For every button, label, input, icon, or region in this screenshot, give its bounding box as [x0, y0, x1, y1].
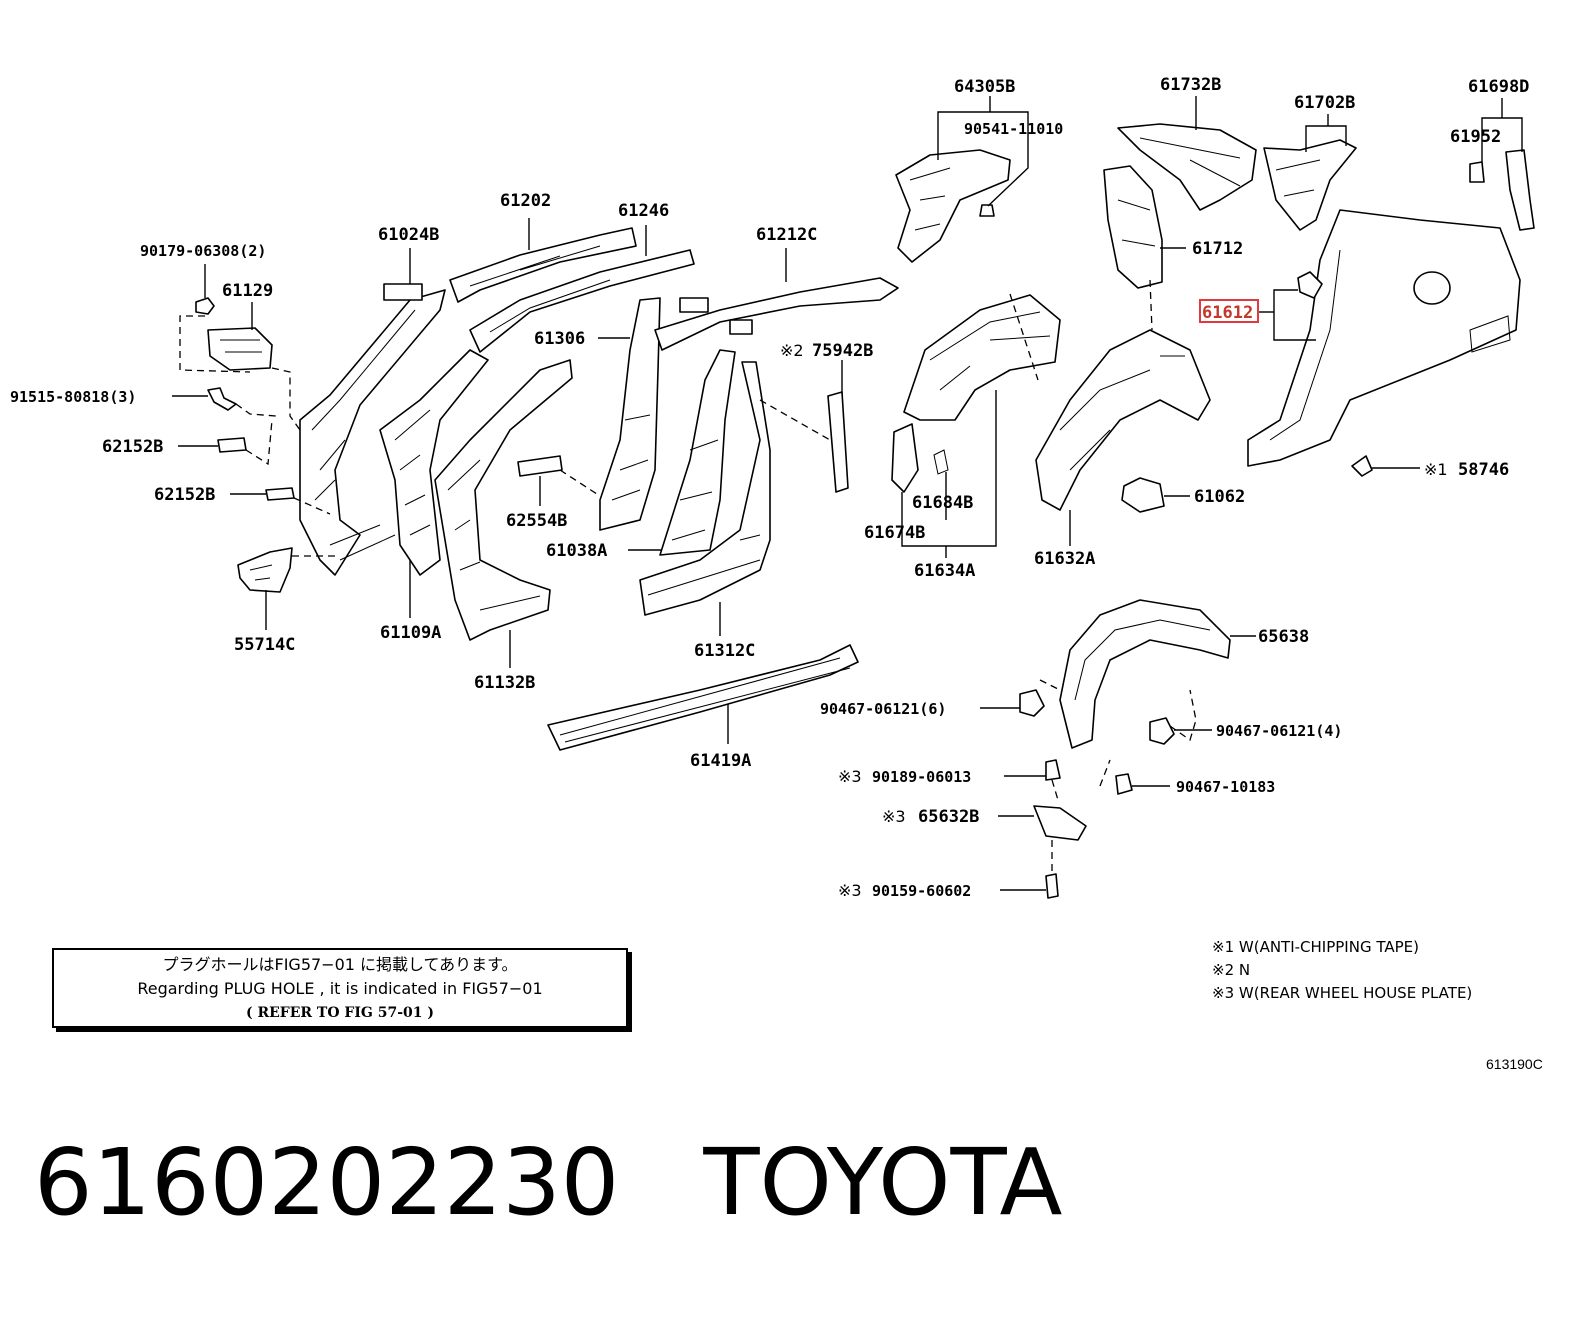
label-55714c: 55714C [234, 635, 295, 655]
label-90541-11010: 90541-11010 [964, 120, 1063, 138]
label-90467-06121-6: 90467-06121(6) [820, 700, 946, 718]
part-61712-drawing [1103, 165, 1163, 289]
notice-refer-line: ( REFER TO FIG 57-01 ) [245, 1005, 434, 1021]
label-61246: 61246 [618, 201, 669, 221]
label-62152b-upper: 62152B [102, 437, 163, 457]
mark-3-90159: ※3 [838, 881, 862, 900]
label-61062: 61062 [1194, 487, 1245, 507]
part-61212c-drawing [654, 277, 899, 351]
label-61306: 61306 [534, 329, 585, 349]
part-61202-drawing [449, 227, 637, 303]
part-61702b-drawing [1263, 139, 1357, 231]
label-61109a: 61109A [380, 623, 441, 643]
label-90467-10183: 90467-10183 [1176, 778, 1275, 796]
label-61132b: 61132B [474, 673, 535, 693]
label-61129: 61129 [222, 281, 273, 301]
label-61952: 61952 [1450, 127, 1501, 147]
label-62554b: 62554B [506, 511, 567, 531]
label-61634a: 61634A [914, 561, 975, 581]
part-61612-quarter-panel-drawing [1247, 209, 1521, 467]
notice-english-line: Regarding PLUG HOLE , it is indicated in… [137, 979, 543, 998]
part-64305b-drawing [895, 149, 1011, 263]
legend-item-1: ※1 W(ANTI-CHIPPING TAPE) [1212, 938, 1419, 956]
part-61306-drawing [599, 297, 661, 531]
label-62152b-lower: 62152B [154, 485, 215, 505]
figure-code: 613190C [1486, 1056, 1543, 1072]
part-61684b-drawing [933, 449, 949, 475]
label-61612: 61612 [1202, 303, 1253, 323]
mark-2-75942b: ※2 [780, 341, 804, 360]
mark-3-90189: ※3 [838, 767, 862, 786]
label-61698d: 61698D [1468, 77, 1529, 97]
notice-japanese-line: プラグホールはFIG57−01 に掲載してあります。 [162, 955, 518, 974]
label-61419a: 61419A [690, 751, 751, 771]
plug-hole-notice-box: プラグホールはFIG57−01 に掲載してあります。 Regarding PLU… [52, 948, 628, 1028]
label-58746: 58746 [1458, 460, 1509, 480]
mark-1-58746: ※1 [1424, 460, 1448, 479]
assembly-dashed-lines [179, 279, 1197, 874]
label-61732b: 61732B [1160, 75, 1221, 95]
part-91515-80818-drawing [207, 387, 237, 411]
label-61684b: 61684B [912, 493, 973, 513]
footer-part-number: 6160202230 [34, 1129, 620, 1236]
part-labels: 64305B 90541-11010 61732B 61702B 61698D … [10, 75, 1529, 900]
part-61038a-drawing [659, 349, 736, 556]
part-90179-06308-drawing [195, 297, 215, 315]
part-61109a-drawing [379, 349, 489, 576]
label-90179-06308: 90179-06308(2) [140, 242, 266, 260]
part-61674b-drawing [891, 423, 919, 493]
label-90467-06121-4: 90467-06121(4) [1216, 722, 1342, 740]
part-61129-drawing [207, 327, 273, 371]
label-64305b: 64305B [954, 77, 1015, 97]
part-61632a-drawing [1035, 329, 1211, 511]
footer-brand: TOYOTA [703, 1129, 1063, 1236]
highlight-box-61612 [1199, 299, 1259, 323]
label-61312c: 61312C [694, 641, 755, 661]
label-61038a: 61038A [546, 541, 607, 561]
part-61419a-drawing [547, 644, 859, 751]
part-61062-drawing [1121, 477, 1165, 513]
label-90189-06013: 90189-06013 [872, 768, 971, 786]
label-91515-80818: 91515-80818(3) [10, 388, 136, 406]
label-61202: 61202 [500, 191, 551, 211]
part-fasteners-drawing [1019, 689, 1175, 899]
part-75942b-drawing [827, 391, 849, 493]
label-61702b: 61702B [1294, 93, 1355, 113]
leader-lines [172, 96, 1523, 891]
part-65638-drawing [1059, 599, 1231, 749]
part-62152b-drawings [217, 437, 295, 501]
part-61634a-drawing [903, 294, 1061, 421]
label-75942b: 75942B [812, 341, 873, 361]
part-62554b-drawing [517, 455, 563, 477]
footnote-legend: ※1 W(ANTI-CHIPPING TAPE) ※2 N ※3 W(REAR … [1212, 936, 1472, 1005]
part-61312c-drawing [639, 361, 771, 616]
label-61212c: 61212C [756, 225, 817, 245]
part-55714c-drawing [237, 547, 293, 593]
label-61632a: 61632A [1034, 549, 1095, 569]
part-61246-drawing [469, 249, 695, 353]
part-61698d-drawing [1469, 149, 1535, 231]
legend-item-3: ※3 W(REAR WHEEL HOUSE PLATE) [1212, 984, 1473, 1002]
label-65632b: 65632B [918, 807, 979, 827]
legend-item-2: ※2 N [1212, 961, 1251, 979]
footer-caption: 6160202230 TOYOTA [34, 1128, 1063, 1238]
label-90159-60602: 90159-60602 [872, 882, 971, 900]
part-61132b-drawing [434, 359, 573, 641]
label-61712: 61712 [1192, 239, 1243, 259]
label-61674b: 61674B [864, 523, 925, 543]
label-65638: 65638 [1258, 627, 1309, 647]
label-61024b: 61024B [378, 225, 439, 245]
mark-3-65632b: ※3 [882, 807, 906, 826]
part-61732b-drawing [1117, 123, 1257, 211]
part-61024b-drawing [299, 283, 446, 576]
part-58746-drawing [1351, 455, 1373, 477]
